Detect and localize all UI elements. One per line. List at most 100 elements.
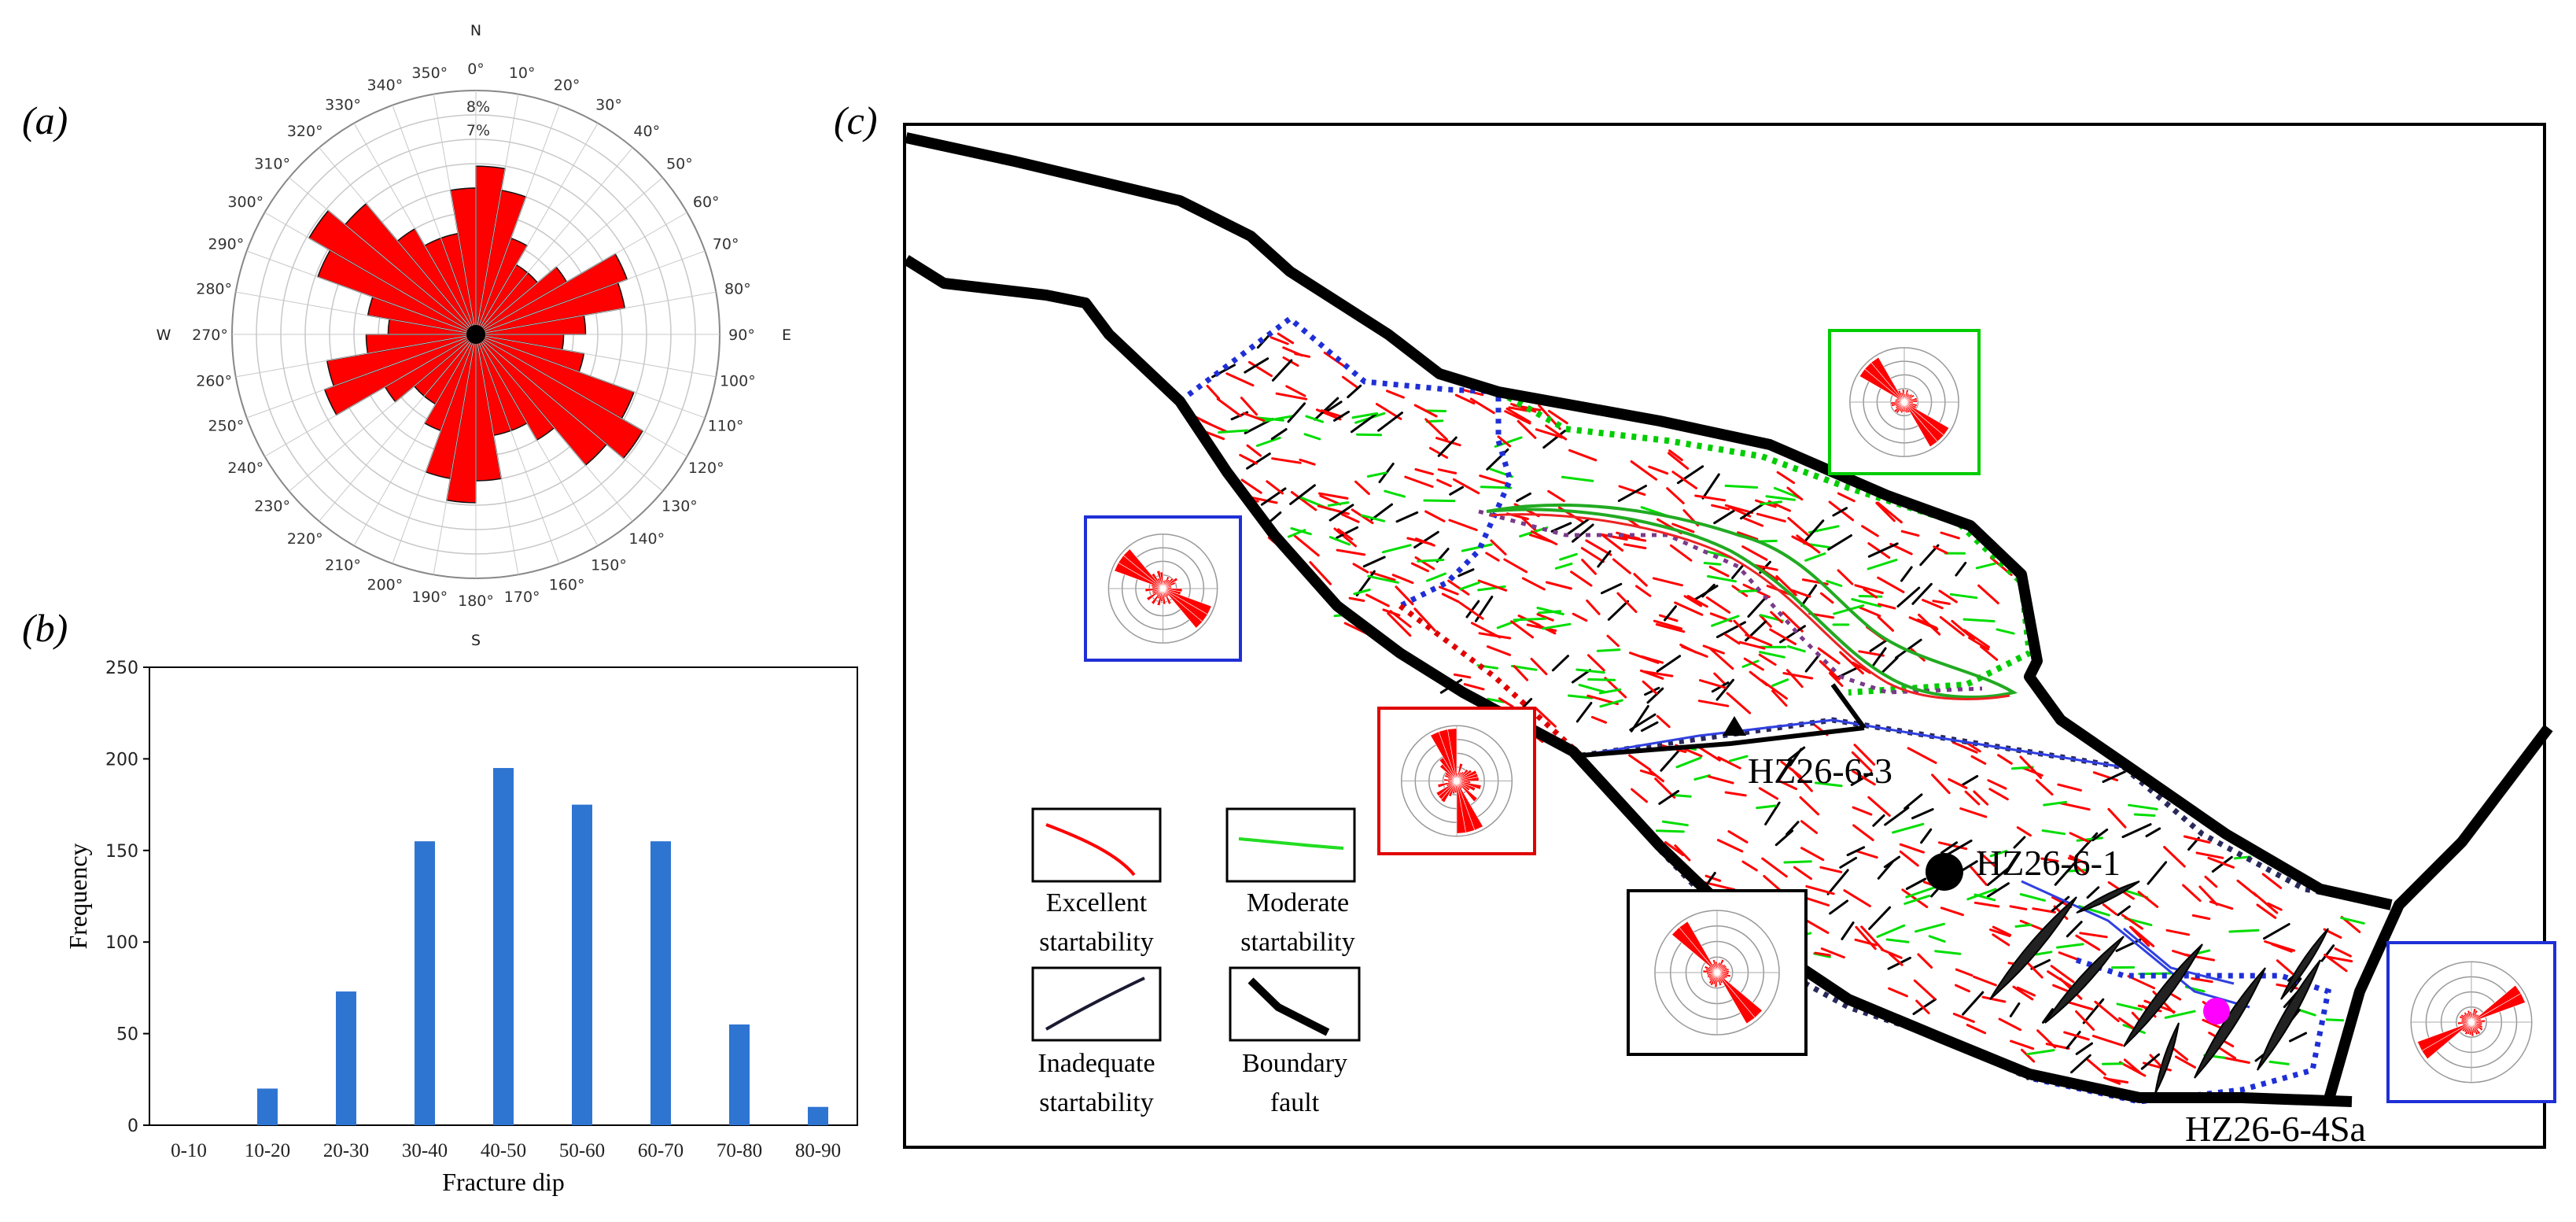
bar-x-tick-label: 70-80 (717, 1140, 762, 1161)
legend-swatch-excellent (1045, 823, 1136, 877)
fracture (2183, 953, 2216, 962)
fracture (2195, 851, 2224, 859)
fracture (2092, 771, 2119, 781)
interior-fault-2 (1830, 683, 1867, 729)
fracture (1913, 979, 1937, 1000)
fracture (1639, 769, 1657, 777)
fracture (1820, 947, 1845, 959)
bar-series (257, 768, 828, 1125)
fracture (1653, 619, 1683, 630)
fracture (2030, 958, 2051, 970)
rose-inset-petal (1435, 781, 1458, 797)
rose-angle-label: 90° (728, 327, 755, 344)
fracture (1786, 644, 1806, 653)
legend-label-inadequate-2: startability (1039, 1088, 1153, 1117)
fracture (2009, 1002, 2021, 1017)
fracture (2016, 986, 2036, 997)
fracture (1601, 582, 1623, 595)
fracture (1843, 889, 1871, 907)
fracture (1461, 543, 1493, 552)
fracture (1424, 409, 1447, 412)
rose-spoke (392, 105, 477, 335)
fracture (1536, 607, 1564, 615)
rose-angle-label: 300° (227, 194, 263, 211)
fracture (1668, 449, 1683, 461)
fracture (2121, 823, 2152, 839)
fracture (1740, 503, 1764, 520)
fracture (1309, 561, 1332, 585)
fracture (2042, 1008, 2054, 1024)
fracture (1920, 828, 1933, 844)
fracture (1839, 651, 1864, 675)
fracture (1674, 844, 1691, 862)
fracture (2204, 875, 2218, 888)
fracture (1880, 948, 1903, 959)
fracture (1800, 820, 1819, 834)
rose-spoke (475, 147, 633, 335)
fracture (1504, 410, 1531, 425)
fracture (1875, 501, 1896, 522)
fracture (1713, 509, 1735, 525)
fracture (1463, 683, 1485, 691)
fracture (2191, 977, 2213, 984)
fracture (1955, 984, 1970, 993)
fracture (2035, 951, 2053, 956)
bar-60-70 (650, 841, 671, 1125)
fracture (1961, 774, 1979, 787)
fracture (1246, 444, 1262, 457)
rose-inset-petal (2471, 993, 2526, 1023)
fracture (1726, 692, 1752, 714)
fracture (1435, 437, 1461, 447)
fracture (1756, 804, 1777, 810)
rose-angle-label: 40° (633, 123, 660, 140)
rose-spoke (319, 147, 477, 335)
fracture (1303, 433, 1321, 441)
fracture (2012, 985, 2034, 1001)
bar-x-tick-label: 30-40 (402, 1140, 448, 1161)
bar-y-tick-label: 100 (105, 933, 138, 953)
fracture (2082, 998, 2105, 1024)
fracture (1724, 791, 1747, 797)
fracture (1964, 790, 1981, 806)
fracture (2032, 907, 2056, 914)
fracture (1996, 628, 2015, 635)
fracture (1240, 397, 1258, 416)
rose-spoke (392, 334, 477, 564)
rose-angle-label: 280° (196, 280, 232, 297)
bar-80-90 (808, 1106, 828, 1125)
fracture (1697, 700, 1730, 707)
fracture (1863, 588, 1878, 599)
fracture (1973, 893, 1996, 902)
fault-lens (2194, 967, 2266, 1079)
fracture (1417, 559, 1445, 563)
rose-angle-label: 10° (509, 65, 536, 82)
rose-inset-petal (2417, 1021, 2472, 1051)
fracture (1895, 638, 1922, 659)
fracture (2076, 836, 2103, 842)
fracture (1299, 458, 1316, 466)
fracture (1724, 504, 1754, 515)
fracture (1787, 517, 1809, 537)
fracture (1620, 535, 1647, 542)
fracture (1699, 679, 1727, 689)
fracture (1503, 558, 1528, 574)
rose-angle-label: 30° (595, 96, 622, 113)
fracture (1572, 612, 1588, 622)
fracture (1717, 756, 1741, 770)
fracture-map: HZ26-6-3 HZ26-6-1 HZ26-6-4Sa Excellent s… (903, 123, 2556, 1149)
rose-pct-7: 7% (466, 122, 490, 139)
fracture (1640, 721, 1659, 733)
fracture (1944, 839, 1973, 858)
panel-label-b: (b) (22, 606, 68, 650)
rose-dir-n: N (470, 22, 481, 39)
fracture (1348, 596, 1365, 602)
fracture (1262, 415, 1295, 423)
fracture (2070, 1054, 2091, 1074)
fracture (1240, 478, 1262, 494)
fracture (1413, 530, 1439, 548)
fracture (1837, 492, 1856, 503)
rose-diagram: 0°10°20°30°40°50°60°70°80°90°100°110°120… (157, 22, 791, 649)
rose-inset-petal (1903, 401, 1938, 448)
legend-label-excellent-1: Excellent (1046, 888, 1148, 917)
fracture (2174, 1055, 2196, 1069)
